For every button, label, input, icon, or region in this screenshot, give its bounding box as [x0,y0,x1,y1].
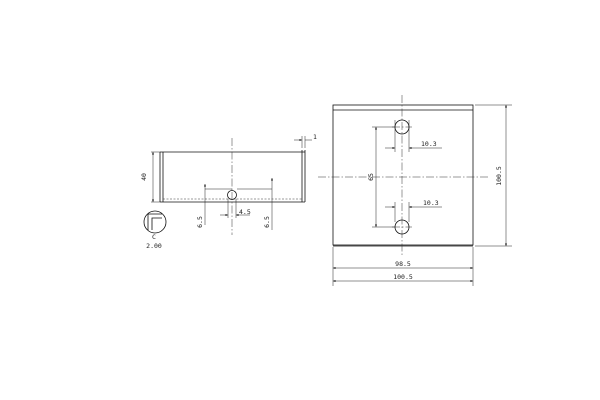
dim-hole-label: 4.5 [239,208,251,216]
detail-label: C [152,233,156,241]
slot-pitch-dimension: 65 [367,126,395,228]
dim-hole-lower-label: 10.3 [423,199,439,207]
dim-outer-width-label: 100.5 [393,273,413,281]
plan-outer-outline [332,104,474,246]
wall-thickness-dimension: 1 [294,133,317,148]
dim-plan-height-label: 100.5 [495,166,503,186]
side-view: 40 1 6.5 6.5 4.5 [140,133,317,235]
dim-pitch-label: 65 [367,173,375,181]
hole-diameter-dimension: 4.5 [220,199,251,218]
dim-offset-left-label: 6.5 [196,216,204,228]
detail-circle [143,210,167,234]
dim-offset-right-label: 6.5 [263,216,271,228]
plan-width-dimensions: 98.5 100.5 [332,247,474,286]
dim-wall-label: 1 [313,133,317,141]
detail-view: C 2.00 [143,210,167,250]
lower-hole-dimension: 10.3 [385,199,442,222]
dim-hole-upper-label: 10.3 [421,140,437,148]
right-offset-dimension: 6.5 [237,178,273,230]
side-height-dimension: 40 [140,151,160,203]
side-hole-circle [227,190,237,200]
dim-height-label: 40 [140,173,148,181]
dim-inner-width-label: 98.5 [395,260,411,268]
left-offset-dimension: 6.5 [196,184,232,228]
detail-scale: 2.00 [146,242,162,250]
detail-corner-profile [147,213,162,230]
plan-height-dimension: 100.5 [475,104,512,247]
plan-view: 65 10.3 10.3 100.5 [318,95,512,286]
side-view-outline [159,150,306,203]
upper-hole-dimension: 10.3 [385,120,442,152]
